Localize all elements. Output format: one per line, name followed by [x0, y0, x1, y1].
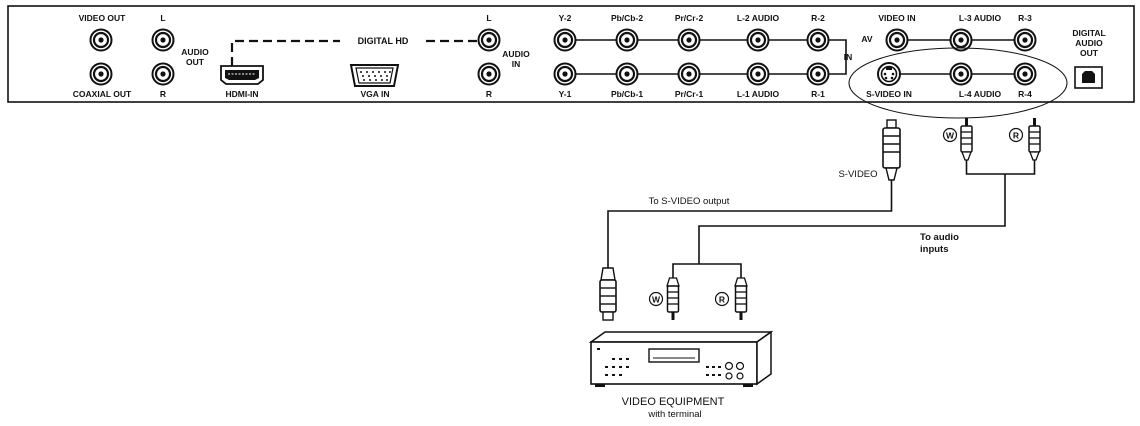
- label-video-in: VIDEO IN: [878, 13, 915, 23]
- label-y1: Y-1: [559, 89, 572, 99]
- svg-text:W: W: [652, 295, 661, 305]
- label-r3: R-3: [1018, 13, 1032, 23]
- digital-hd-link: [230, 39, 340, 66]
- label-to-audio-1: To audio: [920, 232, 959, 243]
- r-mark-top: R: [1008, 127, 1024, 143]
- label-hdmi-in: HDMI-IN: [225, 89, 258, 99]
- label-audio-in-r: R: [486, 89, 492, 99]
- jack-r2[interactable]: [806, 28, 830, 52]
- rear-panel: [7, 5, 1135, 103]
- label-audio-out-r: R: [160, 89, 166, 99]
- label-to-svideo-output: To S-VIDEO output: [649, 196, 730, 207]
- label-pbcb2: Pb/Cb-2: [611, 13, 643, 23]
- label-l3-audio: L-3 AUDIO: [959, 13, 1002, 23]
- label-l1-audio: L-1 AUDIO: [737, 89, 780, 99]
- svg-text:R: R: [719, 295, 725, 305]
- label-audio-out-2: OUT: [186, 57, 205, 67]
- label-video-out: VIDEO OUT: [79, 13, 127, 23]
- label-svideo-in: S-VIDEO IN: [866, 89, 912, 99]
- label-coaxial-out: COAXIAL OUT: [73, 89, 132, 99]
- label-with-terminal: with terminal: [647, 409, 701, 420]
- label-video-equipment: VIDEO EQUIPMENT: [622, 396, 725, 408]
- svideo-in-port[interactable]: [877, 62, 901, 86]
- jack-video-out[interactable]: [89, 28, 113, 52]
- label-l2-audio: L-2 AUDIO: [737, 13, 780, 23]
- label-r1: R-1: [811, 89, 825, 99]
- svg-text:W: W: [946, 131, 955, 141]
- r-mark-bottom: R: [714, 291, 730, 307]
- rca-plug-red-top: [1028, 118, 1041, 161]
- label-audio-out-1: AUDIO: [181, 47, 209, 57]
- rca-plug-red-bottom: [734, 277, 748, 320]
- rca-plug-white-top: [960, 118, 973, 161]
- svideo-cable: [607, 180, 893, 268]
- label-audio-in-1: AUDIO: [502, 49, 530, 59]
- jack-r4[interactable]: [1013, 62, 1037, 86]
- jack-audio-out-l[interactable]: [151, 28, 175, 52]
- rca-plug-white-bottom: [666, 277, 680, 320]
- audio-cable: [698, 174, 1006, 264]
- jack-l4-audio[interactable]: [949, 62, 973, 86]
- jack-pbcb1[interactable]: [615, 62, 639, 86]
- highlight-ellipse: [848, 47, 1068, 119]
- jack-r3[interactable]: [1013, 28, 1037, 52]
- label-digital-audio-3: OUT: [1080, 48, 1099, 58]
- label-audio-out-l: L: [160, 13, 165, 23]
- label-audio-in-l: L: [486, 13, 491, 23]
- label-comp-in: IN: [844, 52, 853, 62]
- label-prcr2: Pr/Cr-2: [675, 13, 704, 23]
- jack-l2-audio[interactable]: [746, 28, 770, 52]
- vga-port[interactable]: [349, 64, 400, 87]
- optical-out-port[interactable]: [1074, 66, 1103, 89]
- label-prcr1: Pr/Cr-1: [675, 89, 704, 99]
- label-av: AV: [861, 34, 873, 44]
- label-digital-hd: DIGITAL HD: [358, 36, 409, 46]
- label-pbcb1: Pb/Cb-1: [611, 89, 643, 99]
- label-r4: R-4: [1018, 89, 1032, 99]
- w-mark-bottom: W: [648, 291, 664, 307]
- jack-y2[interactable]: [553, 28, 577, 52]
- label-svideo-cable: S-VIDEO: [838, 169, 877, 180]
- jack-y1[interactable]: [553, 62, 577, 86]
- svideo-plug-top: [882, 119, 901, 181]
- jack-prcr2[interactable]: [677, 28, 701, 52]
- jack-coaxial-out[interactable]: [89, 62, 113, 86]
- hdmi-port[interactable]: [220, 65, 264, 85]
- jack-audio-in-r[interactable]: [477, 62, 501, 86]
- jack-video-in[interactable]: [885, 28, 909, 52]
- jack-pbcb2[interactable]: [615, 28, 639, 52]
- label-l4-audio: L-4 AUDIO: [959, 89, 1002, 99]
- label-r2: R-2: [811, 13, 825, 23]
- label-y2: Y-2: [559, 13, 572, 23]
- jack-r1[interactable]: [806, 62, 830, 86]
- label-digital-audio-2: AUDIO: [1075, 38, 1103, 48]
- jack-l1-audio[interactable]: [746, 62, 770, 86]
- label-to-audio-2: inputs: [920, 244, 949, 255]
- vcr-device-icon: [588, 330, 774, 387]
- jack-l3-audio[interactable]: [949, 28, 973, 52]
- label-audio-in-2: IN: [512, 59, 521, 69]
- jack-audio-in-l[interactable]: [477, 28, 501, 52]
- jack-prcr1[interactable]: [677, 62, 701, 86]
- label-digital-audio-1: DIGITAL: [1072, 28, 1105, 38]
- jack-audio-out-r[interactable]: [151, 62, 175, 86]
- w-mark-top: W: [942, 127, 958, 143]
- label-vga-in: VGA IN: [361, 89, 390, 99]
- svideo-plug-bottom: [599, 267, 617, 321]
- svg-text:R: R: [1013, 131, 1019, 141]
